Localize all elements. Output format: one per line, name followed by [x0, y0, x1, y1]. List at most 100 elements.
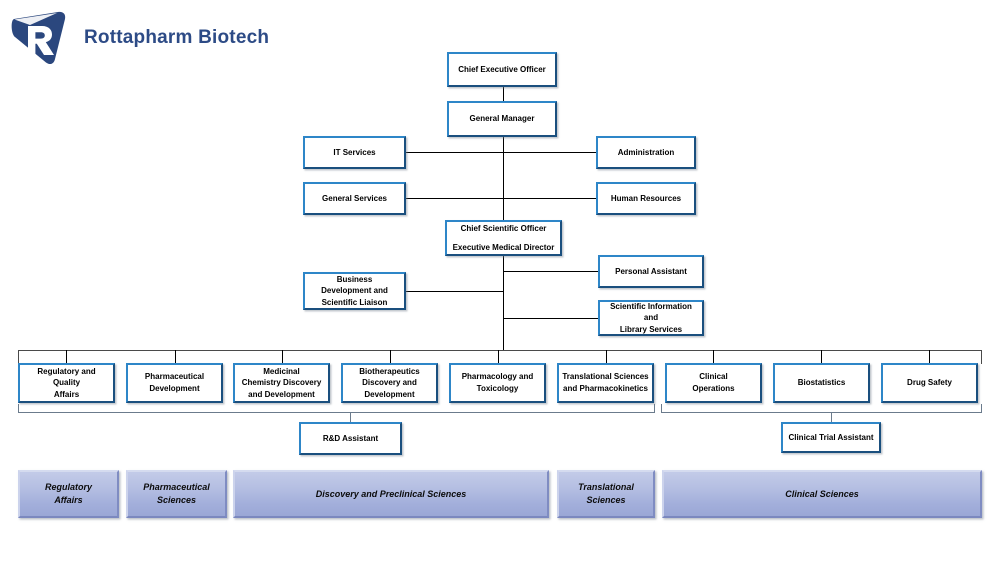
- node-line: Development: [149, 384, 200, 393]
- node-line: Medicinal: [263, 366, 300, 376]
- drop-line-dept-9: [929, 350, 930, 364]
- bus-end-left: [18, 350, 19, 364]
- node-line: Discovery and: [362, 378, 417, 388]
- node-line: Pharmaceutical: [144, 372, 205, 382]
- connector-genserv-hr: [405, 198, 597, 199]
- connector-cso-to-personal-assistant: [503, 271, 599, 272]
- node-rd-assistant[interactable]: R&D Assistant: [299, 422, 402, 455]
- node-line: Operations: [692, 384, 735, 393]
- node-line: Chief Scientific Officer: [460, 223, 547, 233]
- group-bar-line: Pharmaceutical: [143, 482, 210, 493]
- bracket-clinical-left-end: [661, 404, 662, 413]
- rottapharm-r-shield-logo-icon: [10, 9, 68, 67]
- node-line: Business: [336, 274, 373, 284]
- node-line: Scientific Liaison: [321, 297, 388, 307]
- bracket-rd-left-end: [18, 404, 19, 413]
- node-clinical-trial-assistant[interactable]: Clinical Trial Assistant: [781, 422, 881, 453]
- connector-cso-trunk: [503, 256, 504, 350]
- drop-line-rd-assistant: [350, 412, 351, 422]
- group-bar-discovery-and-preclinical-sciences[interactable]: Discovery and Preclinical Sciences: [233, 470, 549, 518]
- drop-line-dept-7: [713, 350, 714, 364]
- node-pharmacology-and-toxicology[interactable]: Pharmacology and Toxicology: [449, 363, 546, 403]
- connector-it-admin: [405, 152, 597, 153]
- node-business-development-and-scientific-liaison[interactable]: Business Development and Scientific Liai…: [303, 272, 406, 310]
- node-it-services[interactable]: IT Services: [303, 136, 406, 169]
- node-drug-safety[interactable]: Drug Safety: [881, 363, 978, 403]
- node-line: Chief Executive Officer: [458, 64, 546, 74]
- connector-cso-to-business-development: [405, 291, 504, 292]
- group-bar-regulatory-affairs[interactable]: Regulatory Affairs: [18, 470, 119, 518]
- node-line: Executive Medical Director: [452, 242, 555, 252]
- node-administration[interactable]: Administration: [596, 136, 696, 169]
- node-line: Administration: [617, 147, 675, 157]
- node-line: General Manager: [469, 114, 535, 124]
- connector-cso-to-scientific-information: [503, 318, 599, 319]
- drop-line-dept-1: [66, 350, 67, 364]
- connector-ceo-to-gm: [503, 86, 504, 102]
- drop-line-dept-6: [606, 350, 607, 364]
- node-chief-scientific-officer[interactable]: Chief Scientific Officer Executive Medic…: [445, 220, 562, 256]
- node-line: General Services: [322, 193, 387, 203]
- node-line: Regulatory and Quality: [37, 366, 96, 388]
- node-line: Drug Safety: [907, 378, 952, 388]
- node-line: Development: [364, 389, 415, 399]
- node-scientific-information-and-library-services[interactable]: Scientific Information and Library Servi…: [598, 300, 704, 336]
- node-line: and Pharmacokinetics: [563, 384, 648, 393]
- node-line: Translational Sciences: [562, 372, 649, 382]
- node-biotherapeutics-discovery-and-development[interactable]: Biotherapeutics Discovery and Developmen…: [341, 363, 438, 403]
- group-bar-line: Sciences: [156, 495, 196, 505]
- drop-line-dept-3: [282, 350, 283, 364]
- node-line: Human Resources: [610, 193, 682, 203]
- group-bar-line: Discovery and Preclinical Sciences: [315, 488, 467, 499]
- node-pharmaceutical-development[interactable]: Pharmaceutical Development: [126, 363, 223, 403]
- group-bar-line: Translational: [578, 482, 634, 493]
- group-bar-line: Sciences: [586, 495, 626, 505]
- node-general-services[interactable]: General Services: [303, 182, 406, 215]
- node-line: Personal Assistant: [615, 266, 687, 276]
- department-bus-line: [18, 350, 982, 351]
- bus-end-right: [981, 350, 982, 364]
- drop-line-dept-4: [390, 350, 391, 364]
- group-bar-line: Clinical Sciences: [785, 488, 859, 499]
- node-biostatistics[interactable]: Biostatistics: [773, 363, 870, 403]
- bracket-rd-right-end: [654, 404, 655, 413]
- page-header: Rottapharm Biotech: [0, 0, 1000, 78]
- node-line: and: [643, 313, 659, 323]
- bracket-clinical-right-end: [981, 404, 982, 413]
- node-line: Affairs: [53, 389, 80, 399]
- node-line: Biotherapeutics: [359, 366, 420, 376]
- node-general-manager[interactable]: General Manager: [447, 101, 557, 137]
- group-bar-line: Regulatory: [44, 482, 92, 493]
- bracket-rd-group: [18, 412, 655, 413]
- node-line: Library Services: [619, 324, 683, 334]
- node-line: Pharmacology and: [461, 372, 534, 382]
- drop-line-dept-5: [498, 350, 499, 364]
- node-translational-sciences-and-pharmacokinetics[interactable]: Translational Sciences and Pharmacokinet…: [557, 363, 654, 403]
- node-line: R&D Assistant: [322, 433, 379, 443]
- node-line: Clinical Trial Assistant: [788, 432, 874, 442]
- node-line: Toxicology: [476, 384, 519, 393]
- node-personal-assistant[interactable]: Personal Assistant: [598, 255, 704, 288]
- node-human-resources[interactable]: Human Resources: [596, 182, 696, 215]
- group-bar-clinical-sciences[interactable]: Clinical Sciences: [662, 470, 982, 518]
- node-line: IT Services: [333, 147, 376, 157]
- group-bar-line: Affairs: [54, 495, 83, 505]
- node-clinical-operations[interactable]: Clinical Operations: [665, 363, 762, 403]
- drop-line-dept-2: [175, 350, 176, 364]
- drop-line-dept-8: [821, 350, 822, 364]
- node-line: Scientific Information: [610, 301, 692, 311]
- drop-line-clinical-trial-assistant: [831, 412, 832, 422]
- node-line: Biostatistics: [797, 378, 846, 388]
- node-line: Clinical: [699, 372, 728, 382]
- node-chief-executive-officer[interactable]: Chief Executive Officer: [447, 52, 557, 87]
- node-line: Chemistry Discovery: [241, 378, 322, 388]
- group-bar-translational-sciences[interactable]: Translational Sciences: [557, 470, 655, 518]
- group-bar-pharmaceutical-sciences[interactable]: Pharmaceutical Sciences: [126, 470, 227, 518]
- bracket-clinical-group: [661, 412, 982, 413]
- node-line: and Development: [248, 389, 315, 399]
- node-regulatory-and-quality-affairs[interactable]: Regulatory and Quality Affairs: [18, 363, 115, 403]
- node-medicinal-chemistry-discovery-and-development[interactable]: Medicinal Chemistry Discovery and Develo…: [233, 363, 330, 403]
- connector-gm-trunk: [503, 137, 504, 221]
- node-line: Development and: [321, 286, 388, 296]
